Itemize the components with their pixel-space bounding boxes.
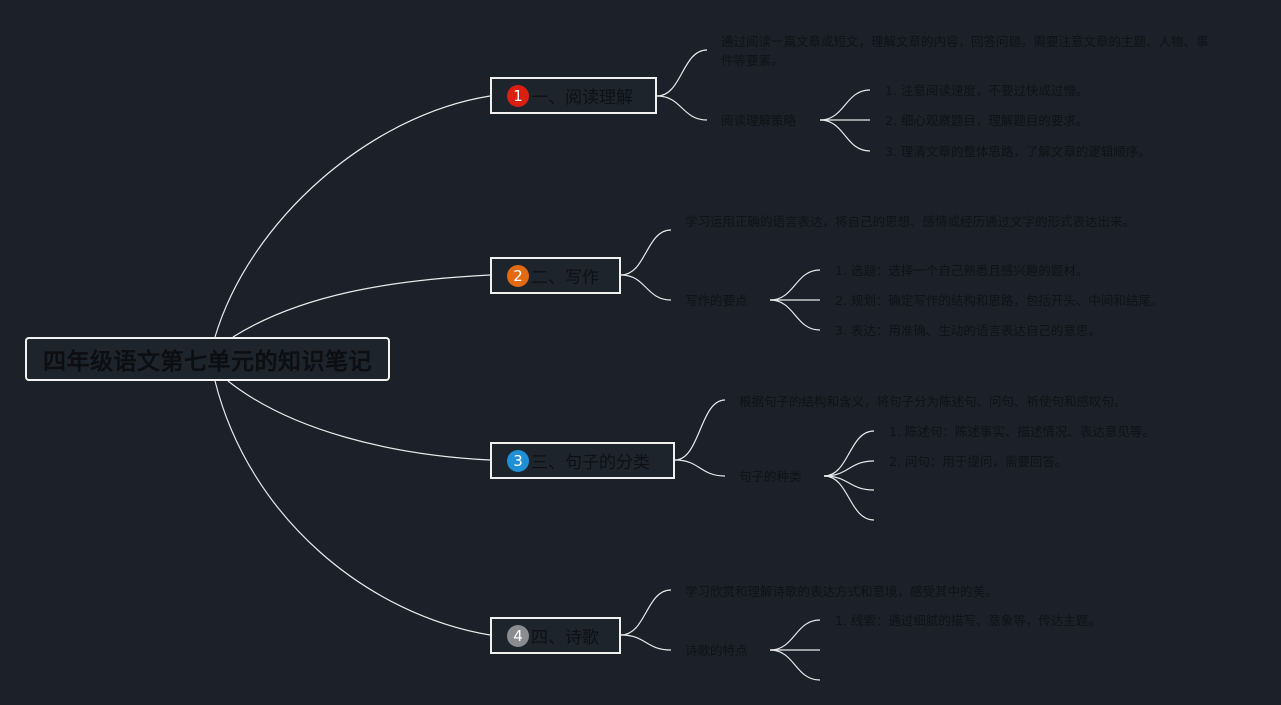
leaf-item[interactable]: 1. 线索：通过细腻的描写、意象等，传达主题。: [835, 613, 1101, 628]
number-badge-icon: 2: [507, 264, 529, 287]
leaf-item[interactable]: 2. 问句：用于提问，需要回答。: [889, 454, 1068, 469]
branch-description[interactable]: 根据句子的结构和含义，将句子分为陈述句、问句、祈使句和感叹句。: [739, 394, 1127, 409]
branch-label: 四、诗歌: [531, 628, 599, 648]
connector-line: [656, 49, 708, 97]
branch-label: 三、句子的分类: [531, 453, 650, 473]
branch-reading-comprehension[interactable]: 1 一、阅读理解: [490, 77, 657, 114]
connector-line: [769, 269, 821, 301]
connector-line: [620, 589, 672, 636]
leaf-item[interactable]: 3. 表达：用准确、生动的语言表达自己的意思。: [835, 323, 1101, 338]
sub-topic[interactable]: 阅读理解策略: [721, 113, 797, 128]
connector-line: [232, 274, 491, 338]
connector-line: [227, 380, 491, 461]
number-badge-icon: 3: [507, 449, 529, 472]
connector-line: [823, 475, 875, 521]
connector-line: [819, 89, 871, 121]
leaf-item[interactable]: 2. 规划：确定写作的结构和思路，包括开头、中间和结尾。: [835, 293, 1164, 308]
root-topic[interactable]: 四年级语文第七单元的知识笔记: [25, 337, 390, 381]
connector-line: [823, 460, 875, 477]
branch-poetry[interactable]: 4 四、诗歌: [490, 617, 621, 654]
leaf-item[interactable]: 3. 理清文章的整体思路，了解文章的逻辑顺序。: [885, 144, 1151, 159]
connector-line: [769, 649, 821, 681]
branch-label: 一、阅读理解: [531, 88, 633, 108]
branch-sentence-types[interactable]: 3 三、句子的分类: [490, 442, 675, 479]
leaf-item[interactable]: 1. 注意阅读速度，不要过快或过慢。: [885, 83, 1089, 98]
connector-line: [620, 229, 672, 276]
number-badge-icon: 1: [507, 84, 529, 107]
connector-line: [674, 399, 726, 461]
sub-topic[interactable]: 诗歌的特点: [685, 643, 748, 658]
connector-line: [819, 119, 871, 152]
leaf-item[interactable]: 1. 陈述句：陈述事实、描述情况、表达意见等。: [889, 424, 1155, 439]
connector-line: [769, 299, 821, 331]
connector-line: [214, 380, 491, 636]
connector-line: [620, 274, 672, 301]
connector-line: [769, 619, 821, 651]
branch-writing[interactable]: 2 二、写作: [490, 257, 621, 294]
connector-line: [656, 95, 708, 121]
sub-topic[interactable]: 写作的要点: [685, 293, 748, 308]
connector-line: [620, 634, 672, 651]
branch-description[interactable]: 学习欣赏和理解诗歌的表达方式和意境，感受其中的美。: [685, 584, 998, 599]
sub-topic[interactable]: 句子的种类: [739, 469, 802, 484]
branch-description[interactable]: 学习运用正确的语言表达，将自己的思想、感情或经历通过文字的形式表达出来。: [685, 214, 1136, 229]
connector-line: [674, 459, 726, 477]
leaf-item[interactable]: 1. 选题：选择一个自己熟悉且感兴趣的题材。: [835, 263, 1089, 278]
branch-label: 二、写作: [531, 268, 599, 288]
connector-line: [214, 95, 491, 338]
number-badge-icon: 4: [507, 624, 529, 647]
leaf-item[interactable]: 2. 细心观察题目，理解题目的要求。: [885, 113, 1089, 128]
connector-line: [823, 430, 875, 477]
branch-description[interactable]: 通过阅读一篇文章或短文，理解文章的内容，回答问题。需要注意文章的主题、人物、事件…: [721, 34, 1209, 68]
